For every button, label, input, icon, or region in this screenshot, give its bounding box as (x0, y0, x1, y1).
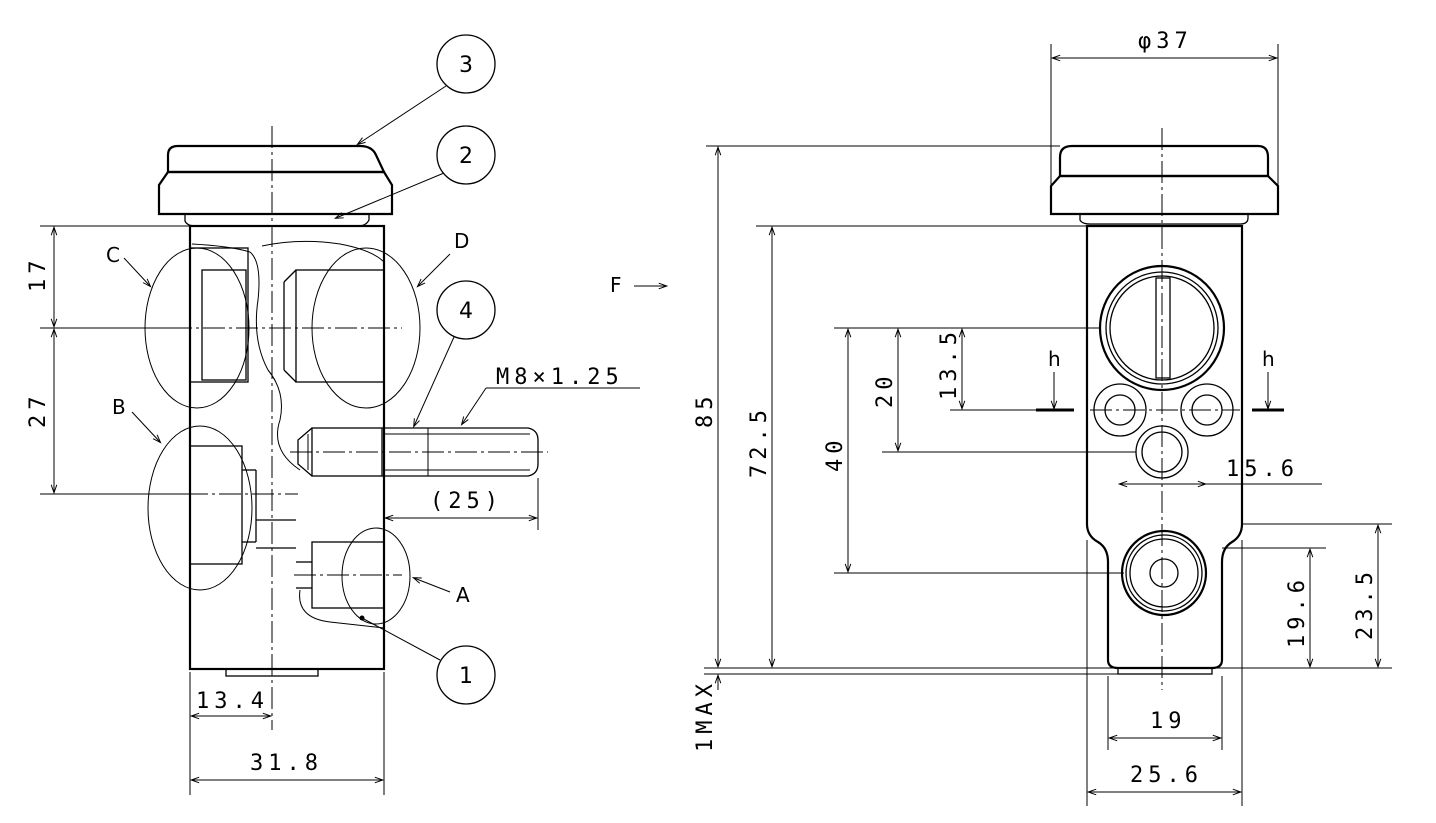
callout-4 (436, 280, 496, 340)
dim-25: (25) (430, 489, 503, 514)
dim-19: 19 (1150, 709, 1187, 734)
dim-31-8: 31.8 (250, 751, 323, 776)
port-c (189, 247, 249, 383)
port-c-inner (201, 269, 247, 381)
dim-27: 27 (26, 392, 51, 429)
label-a: A (456, 583, 470, 607)
dim-phi37: φ37 (1138, 29, 1193, 54)
port-a-ellipse (341, 527, 411, 625)
break-line (191, 243, 301, 471)
valve-cap-base (157, 170, 394, 216)
label-d: D (454, 229, 469, 253)
port-b-ellipse (147, 425, 253, 591)
section-mark-h-right: h (1262, 347, 1275, 371)
callout-1 (436, 645, 496, 705)
view-label-f: F (610, 273, 622, 297)
svg-text:3: 3 (459, 53, 473, 78)
dim-40: 40 (823, 436, 848, 473)
thread-spec: M8×1.25 (496, 365, 624, 390)
left-view: 3 2 4 1 C D B A M8×1.25 17 27 (26, 34, 640, 795)
label-b: B (112, 395, 126, 419)
svg-text:4: 4 (459, 299, 473, 324)
svg-text:1: 1 (459, 664, 473, 689)
port-d (295, 269, 385, 383)
dim-20: 20 (873, 372, 898, 409)
callout-2 (436, 125, 496, 185)
dim-23-5: 23.5 (1353, 567, 1378, 640)
section-mark-h-left: h (1048, 347, 1061, 371)
dim-13-5: 13.5 (937, 327, 962, 400)
port-b (189, 445, 243, 565)
bottom-lip (1117, 667, 1213, 675)
lower-port (1120, 529, 1208, 617)
dim-72-5: 72.5 (747, 405, 772, 478)
callout-3 (436, 34, 496, 94)
cap-front (1058, 144, 1270, 178)
svg-text:2: 2 (459, 144, 473, 169)
dim-25-6: 25.6 (1130, 763, 1203, 788)
valve-body (188, 224, 386, 671)
dim-1max: 1MAX (693, 679, 718, 752)
dim-17: 17 (26, 256, 51, 293)
label-c: C (106, 243, 120, 267)
dim-19-6: 19.6 (1285, 575, 1310, 648)
dim-15-6: 15.6 (1226, 457, 1299, 482)
dim-13-4: 13.4 (196, 689, 269, 714)
valve-cap (166, 144, 386, 174)
dim-85: 85 (693, 392, 718, 429)
right-view: h h φ37 85 72.5 1MAX 40 20 13.5 15.6 (693, 29, 1392, 806)
